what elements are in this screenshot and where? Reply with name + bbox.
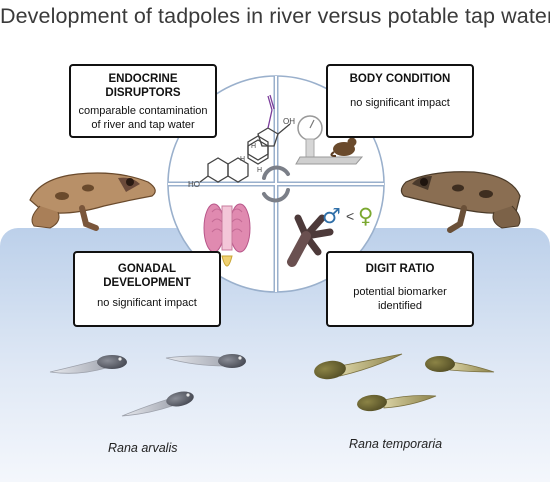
molecule-label-h: H: [251, 143, 256, 150]
steroid-molecule-icon: [199, 94, 291, 183]
frog-right-icon: [400, 171, 521, 233]
tadpole-brown-icon: [425, 356, 495, 373]
molecule-label-h: H: [240, 156, 245, 163]
box-text: potential biomarker identified: [328, 285, 472, 313]
box-heading: ENDOCRINE DISRUPTORS: [105, 73, 181, 99]
molecule-label-ho: HO: [188, 180, 200, 189]
box-heading: BODY CONDITION: [349, 73, 451, 85]
box-heading: GONADAL DEVELOPMENT: [75, 262, 219, 290]
gonad-illustration-icon: [203, 203, 251, 267]
tadpole-gray-icon: [49, 355, 127, 374]
box-text-line: comparable contamination: [78, 105, 208, 117]
endocrine-disruptors-box: ENDOCRINE DISRUPTORS comparable contamin…: [69, 64, 217, 138]
tadpole-brown-icon: [314, 353, 403, 380]
scale-with-frog-icon: [295, 115, 364, 165]
box-text-line: potential biomarker: [353, 286, 447, 298]
cycle-arrows-icon: [262, 165, 290, 203]
body-condition-box: BODY CONDITION no significant impact: [326, 64, 474, 138]
box-text-line: of river and tap water: [91, 119, 195, 131]
species-label-left: Rana arvalis: [108, 441, 178, 455]
molecule-label-oh: OH: [283, 117, 295, 126]
molecule-label-h: H: [257, 167, 262, 174]
male-symbol-icon: ♂: [322, 204, 341, 228]
frog-foot-icon: [287, 214, 334, 267]
box-heading: DIGIT RATIO: [365, 263, 435, 275]
box-text: no significant impact: [350, 97, 450, 109]
gonadal-development-box: GONADAL DEVELOPMENT no significant impac…: [73, 251, 221, 327]
less-than-symbol: <: [346, 208, 354, 224]
box-heading-line: DEVELOPMENT: [103, 277, 191, 289]
box-heading-line: GONADAL: [117, 263, 177, 275]
species-label-right: Rana temporaria: [349, 437, 443, 451]
box-text: comparable contamination of river and ta…: [71, 104, 215, 132]
tadpole-brown-icon: [357, 394, 437, 412]
page-title: Development of tadpoles in river versus …: [0, 4, 550, 28]
tadpole-gray-icon: [165, 354, 246, 368]
box-text-line: identified: [377, 300, 423, 312]
tadpole-gray-icon: [121, 391, 194, 417]
box-text: no significant impact: [97, 297, 197, 309]
digit-ratio-box: DIGIT RATIO potential biomarker identifi…: [326, 251, 474, 327]
frog-left-icon: [29, 172, 156, 231]
female-symbol-icon: ♀: [358, 204, 373, 228]
